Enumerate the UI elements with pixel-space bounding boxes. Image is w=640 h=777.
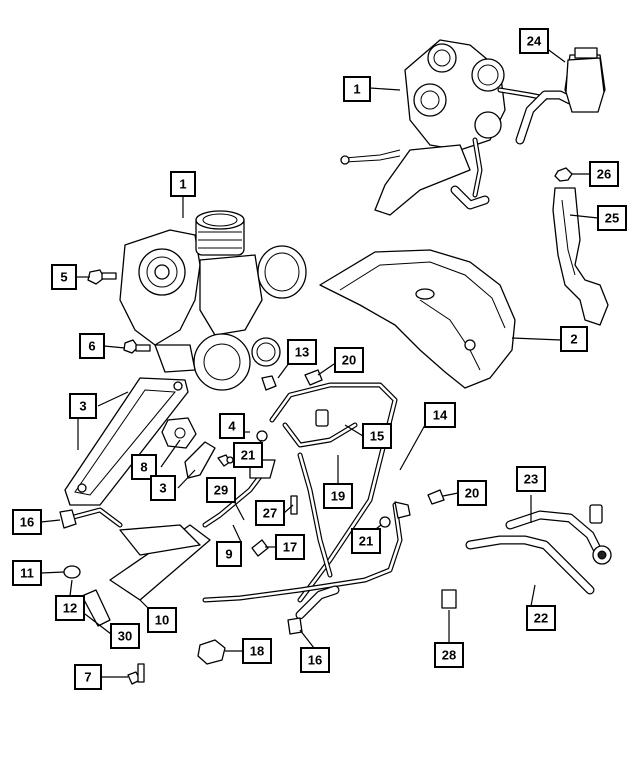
callout-20-lower: 20 xyxy=(457,480,487,506)
callout-13-text: 13 xyxy=(295,345,309,360)
callout-14-text: 14 xyxy=(433,408,448,423)
callout-20-lower-text: 20 xyxy=(465,486,479,501)
callout-30-text: 30 xyxy=(118,629,132,644)
stud-and-fitting-drawing xyxy=(251,495,298,557)
callout-2-text: 2 xyxy=(570,332,577,347)
callout-3-upper: 3 xyxy=(69,393,97,419)
callout-20-upper-text: 20 xyxy=(342,353,356,368)
callout-16-right: 16 xyxy=(300,647,330,673)
callout-23-text: 23 xyxy=(524,472,538,487)
support-bracket-drawing xyxy=(64,377,189,506)
bolt-6-drawing xyxy=(123,339,151,354)
callout-5-text: 5 xyxy=(60,270,67,285)
solenoid-valve-drawing xyxy=(565,57,605,113)
callout-22-text: 22 xyxy=(534,611,548,626)
callout-27: 27 xyxy=(255,500,285,526)
turbo-assembly-overview-drawing xyxy=(340,39,606,216)
callout-29-text: 29 xyxy=(214,483,228,498)
callout-15-text: 15 xyxy=(370,429,384,444)
callout-17: 17 xyxy=(275,534,305,560)
callout-25: 25 xyxy=(597,205,627,231)
callout-1-main: 1 xyxy=(170,171,196,197)
callout-12-text: 12 xyxy=(63,601,77,616)
callout-6-text: 6 xyxy=(88,339,95,354)
callout-14: 14 xyxy=(424,402,456,428)
callout-8-text: 8 xyxy=(140,460,147,475)
callout-7: 7 xyxy=(74,664,102,690)
callout-1-top: 1 xyxy=(343,76,371,102)
bracket-and-nut-drawing xyxy=(552,167,609,326)
turbocharger-drawing xyxy=(119,210,307,391)
callout-7-text: 7 xyxy=(84,670,91,685)
callout-28: 28 xyxy=(434,642,464,668)
callout-24-text: 24 xyxy=(527,34,542,49)
callout-1-top-text: 1 xyxy=(353,82,360,97)
callout-21-upper-text: 21 xyxy=(241,448,255,463)
bolt-5-drawing xyxy=(87,269,117,285)
callout-15: 15 xyxy=(362,423,392,449)
callout-25-text: 25 xyxy=(605,211,619,226)
callout-27-text: 27 xyxy=(263,506,277,521)
callout-19-text: 19 xyxy=(331,489,345,504)
callout-22: 22 xyxy=(526,605,556,631)
callout-13: 13 xyxy=(287,339,317,365)
callout-19: 19 xyxy=(323,483,353,509)
callout-9: 9 xyxy=(216,541,242,567)
gasket-drawing xyxy=(161,417,197,449)
resonator-drawing xyxy=(59,507,211,601)
callout-26-text: 26 xyxy=(597,167,611,182)
callout-24: 24 xyxy=(519,28,549,54)
plug-and-fittings-drawing xyxy=(261,369,445,505)
callout-2: 2 xyxy=(560,326,588,352)
callout-1-main-text: 1 xyxy=(179,177,186,192)
callout-16-left: 16 xyxy=(12,509,42,535)
callout-21-lower-text: 21 xyxy=(359,534,373,549)
callout-17-text: 17 xyxy=(283,540,297,555)
callout-3-lower: 3 xyxy=(150,475,176,501)
callout-16-left-text: 16 xyxy=(20,515,34,530)
callout-26: 26 xyxy=(589,161,619,187)
leader-lines xyxy=(40,47,599,678)
callout-9-text: 9 xyxy=(225,547,232,562)
callout-3-lower-text: 3 xyxy=(159,481,166,496)
callout-20-upper: 20 xyxy=(334,347,364,373)
callout-10: 10 xyxy=(147,607,177,633)
small-bracket-drawing xyxy=(184,441,234,479)
callout-5: 5 xyxy=(51,264,77,290)
callout-28-text: 28 xyxy=(442,648,456,663)
callout-21-upper: 21 xyxy=(233,442,263,468)
plug-fitting-bolt-drawing xyxy=(127,589,457,685)
callout-16-right-text: 16 xyxy=(308,653,322,668)
callout-23: 23 xyxy=(516,466,546,492)
callout-18: 18 xyxy=(242,638,272,664)
callout-12: 12 xyxy=(55,595,85,621)
coolant-tubes-drawing xyxy=(202,382,411,603)
callout-11-text: 11 xyxy=(20,566,34,581)
callout-4-text: 4 xyxy=(228,419,236,434)
callout-21-lower: 21 xyxy=(351,528,381,554)
callout-10-text: 10 xyxy=(155,613,169,628)
intake-hoses-drawing xyxy=(465,504,612,595)
callout-18-text: 18 xyxy=(250,644,264,659)
hose-fittings-drawing xyxy=(287,585,340,635)
callout-4: 4 xyxy=(219,413,245,439)
callout-3-upper-text: 3 xyxy=(79,399,86,414)
heat-shield-drawing xyxy=(319,249,516,389)
callout-6: 6 xyxy=(79,333,105,359)
callout-11: 11 xyxy=(12,560,42,586)
callout-29: 29 xyxy=(206,477,236,503)
callout-30: 30 xyxy=(110,623,140,649)
seal-rings-drawing xyxy=(256,430,391,528)
